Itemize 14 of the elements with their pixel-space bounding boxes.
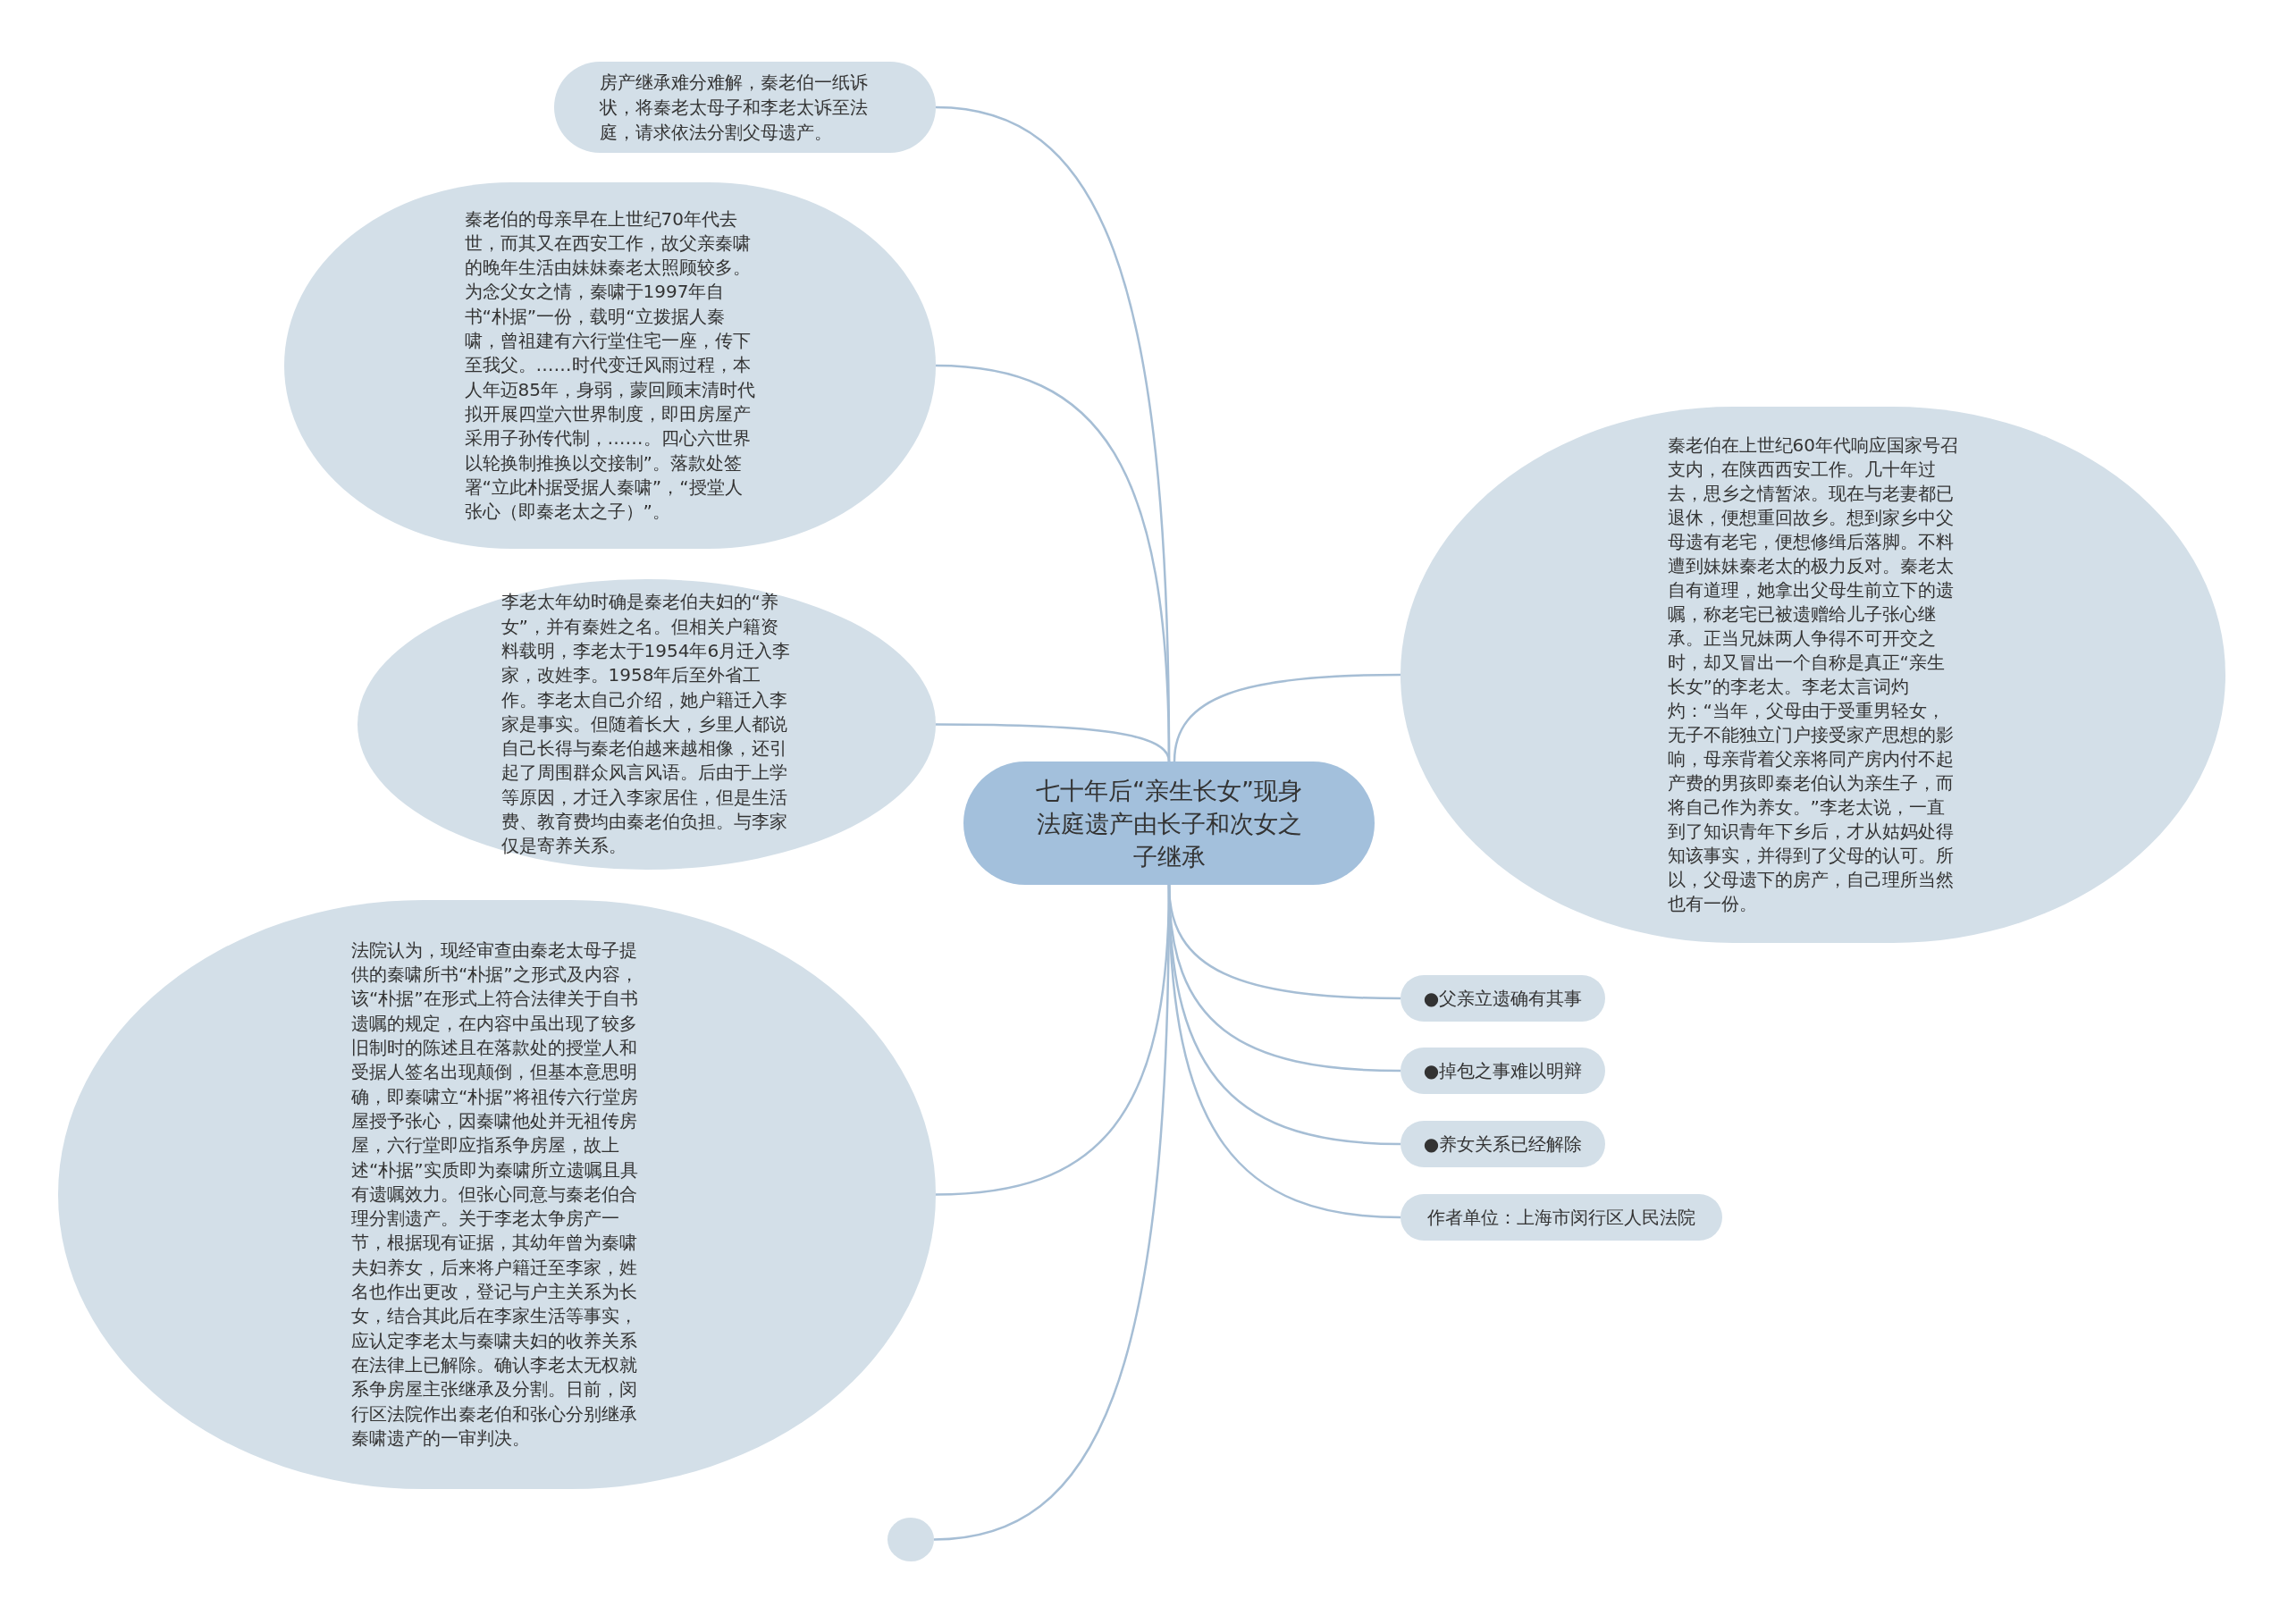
connector-line	[933, 885, 1171, 1541]
topic-pill: ●掉包之事难以明辩	[1401, 1048, 1605, 1094]
topic-pill: ●养女关系已经解除	[1401, 1121, 1605, 1167]
topic-bubble: 秦老伯在上世纪60年代响应国家号召支内，在陕西西安工作。几十年过去，思乡之情暂浓。现在与老妻都已退休，便想重回故乡。想到家乡中父母遗有老宅，便想修缉后落脚。不料遭到妹妹秦老太的极力反对。秦老太自有道理，她拿出父母生前立下的遗嘱，称老宅已被遗赠给儿子张心继承。正当兄妹两人争得不可开交之时，却又冒出一个自称是真正“亲生长女”的李老太。李老太言词灼灼：“当年，父母由于受重男轻女，无子不能独立门户接受家产思想的影响，母亲背着父亲将同产房内付不起产费的男孩即秦老伯认为亲生子，而将自己作为养女。”李老太说，一直到了知识青年下乡后，才从姑妈处得知该事实，并得到了父母的认可。所以，父母遗下的房产，自己理所当然也有一份。	[1401, 407, 2225, 943]
central-topic: 七十年后“亲生长女”现身法庭遗产由长子和次女之子继承	[963, 762, 1375, 885]
topic-pill: ●父亲立遗确有其事	[1401, 975, 1605, 1022]
topic-bubble: 秦老伯的母亲早在上世纪70年代去世，而其又在西安工作，故父亲秦啸的晚年生活由妹妹秦老太照顾较多。为念父女之情，秦啸于1997年自书“朴据”一份，载明“立拨据人秦啸，曾祖建有六行堂住宅一座，传下至我父。……时代变迁风雨过程，本人年迈85年，身弱，蒙回顾末清时代拟开展四堂六世界制度，即田房屋产采用子孙传代制，……。四心六世界以轮换制推换以交接制”。落款处签署“立此朴据受据人秦啸”，“授堂人张心（即秦老太之子）”。	[284, 182, 936, 549]
topic-pill: 作者单位：上海市闵行区人民法院	[1401, 1194, 1722, 1241]
connector-line	[936, 723, 1171, 762]
topic-bubble: 李老太年幼时确是秦老伯夫妇的“养女”，并有秦姓之名。但相关户籍资料载明，李老太于1954年6月迁入李家，改姓李。1958年后至外省工作。李老太自己介绍，她户籍迁入李家是事实。但随着长大，乡里人都说自己长得与秦老伯越来越相像，还引起了周围群众风言风语。后由于上学等原因，才迁入李家居住，但是生活费、教育费均由秦老伯负担。与李家仅是寄养关系。	[358, 579, 936, 870]
topic-pill: 房产继承难分难解，秦老伯一纸诉状，将秦老太母子和李老太诉至法庭，请求依法分割父母遗产。	[554, 62, 936, 153]
topic-bubble: 法院认为，现经审查由秦老太母子提供的秦啸所书“朴据”之形式及内容，该“朴据”在形式上符合法律关于自书遗嘱的规定，在内容中虽出现了较多旧制时的陈述且在落款处的授堂人和受据人签名出现颠倒，但基本意思明确，即秦啸立“朴据”将祖传六行堂房屋授予张心，因秦啸他处并无祖传房屋，六行堂即应指系争房屋，故上述“朴据”实质即为秦啸所立遗嘱且具有遗嘱效力。但张心同意与秦老伯合理分割遗产。关于李老太争房产一节，根据现有证据，其幼年曾为秦啸夫妇养女，后来将户籍迁至李家，姓名也作出更改，登记与户主关系为长女，结合其此后在李家生活等事实，应认定李老太与秦啸夫妇的收养关系在法律上已解除。确认李老太无权就系争房屋主张继承及分割。日前，闵行区法院作出秦老伯和张心分别继承秦啸遗产的一审判决。	[58, 900, 936, 1489]
empty-circle	[887, 1518, 934, 1561]
connector-line	[1173, 673, 1401, 762]
